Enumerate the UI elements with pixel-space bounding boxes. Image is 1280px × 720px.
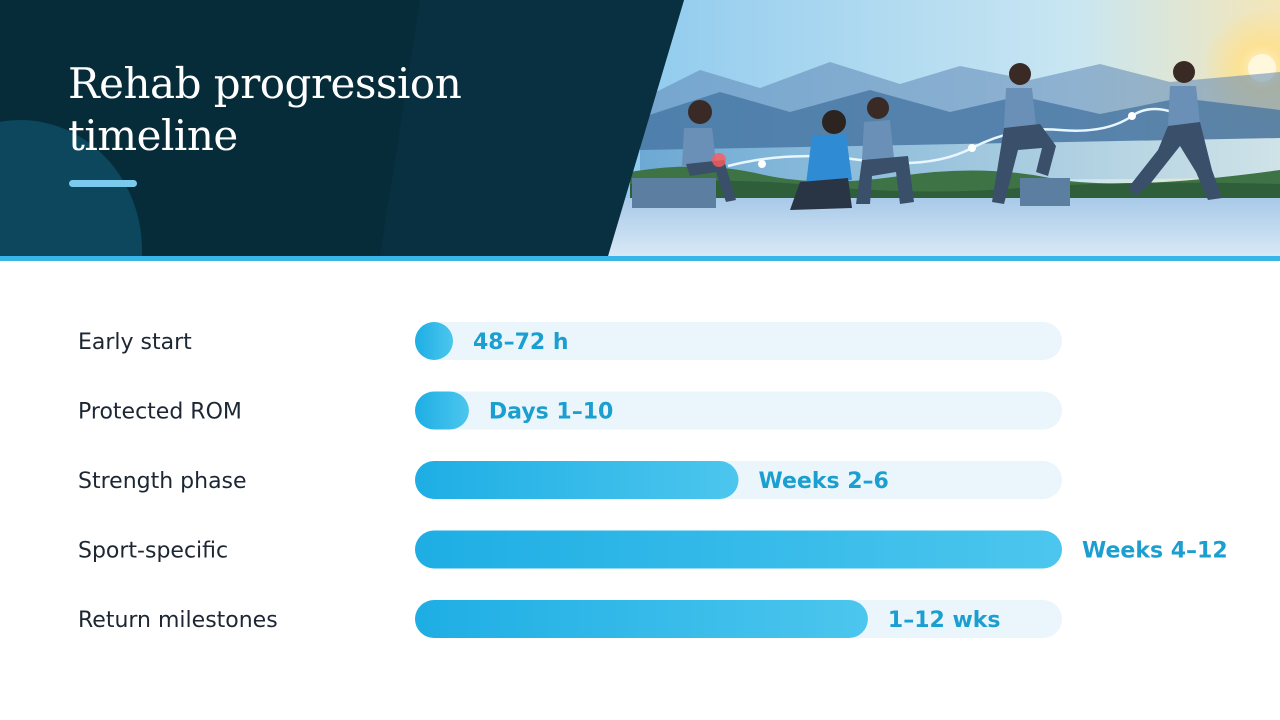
value-label: Weeks 2–6 [759,469,889,494]
hero-banner: Rehab progression timeline [0,0,1280,256]
bar-track [415,391,1062,430]
person-running-icon [1128,61,1222,200]
value-label: Weeks 4–12 [1082,539,1228,564]
hero-divider [0,256,1280,261]
value-label: 48–72 h [473,330,569,355]
bar [415,391,469,430]
category-label: Strength phase [78,469,247,494]
bar [415,461,739,499]
value-label: Days 1–10 [489,400,613,425]
person-seated-icon [682,100,736,202]
page-title: Rehab progression timeline [68,58,588,162]
bar [415,530,1062,569]
person-kneeling-icon [856,97,914,204]
title-underline [69,180,137,187]
category-label: Sport-specific [78,539,228,564]
bar [415,322,453,360]
category-label: Protected ROM [78,400,242,425]
therapist-assist-icon [790,110,852,210]
category-label: Early start [78,330,192,355]
title-line-2: timeline [68,111,238,160]
bar [415,600,868,638]
hero-illustration [0,0,1280,256]
value-label: 1–12 wks [888,608,1001,633]
person-stepup-icon [992,63,1056,204]
rehab-timeline-chart: Early start 48–72 h Protected ROM Days 1–10… [78,322,1228,638]
category-label: Return milestones [78,608,278,633]
title-line-1: Rehab progression [68,59,462,108]
bar-track [415,322,1062,360]
